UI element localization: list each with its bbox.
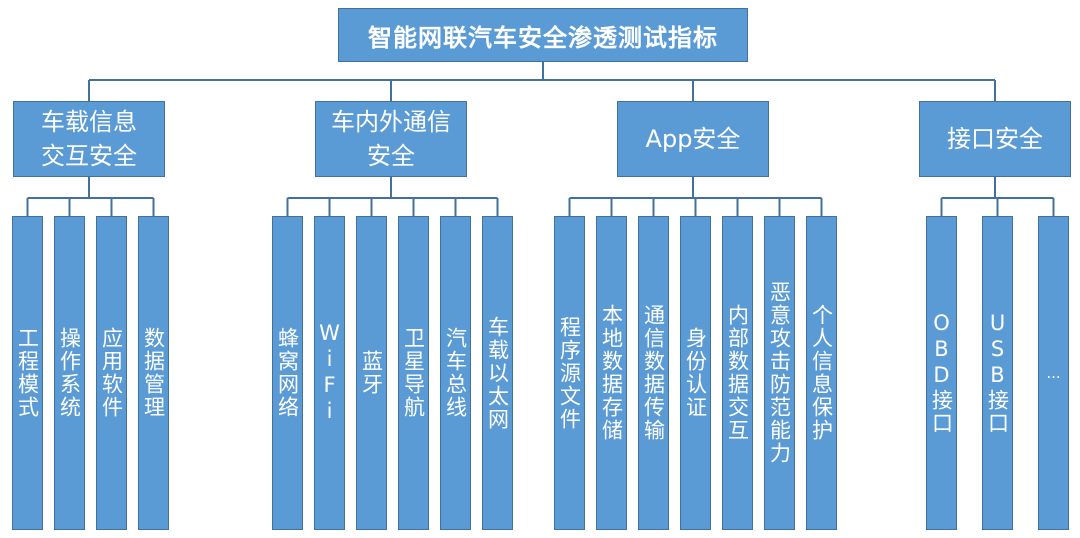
indicator-label: 操作系统 [57, 327, 82, 419]
category-box: 车内外通信安全 [315, 101, 467, 177]
indicator-box: 通信数据传输 [638, 216, 669, 530]
category-label-line: App安全 [645, 125, 741, 153]
indicator-box: OBD接口 [926, 216, 957, 530]
indicator-box: 身份认证 [680, 216, 711, 530]
indicator-label: USB接口 [985, 311, 1010, 435]
indicator-box: 工程模式 [12, 216, 43, 530]
indicator-box: USB接口 [982, 216, 1013, 530]
indicator-label: 恶意攻击防范能力 [767, 281, 792, 465]
category-box: App安全 [617, 101, 769, 177]
indicator-box: WiFi [314, 216, 345, 530]
indicator-label: 数据管理 [141, 327, 166, 419]
indicator-label: 蜂窝网络 [275, 327, 300, 419]
indicator-label: 内部数据交互 [725, 304, 750, 442]
indicator-box: ... [1038, 216, 1069, 530]
indicator-box: 恶意攻击防范能力 [764, 216, 795, 530]
indicator-label: 车载以太网 [485, 315, 510, 431]
indicator-label: 程序源文件 [557, 315, 582, 431]
category-label-line: 安全 [367, 142, 415, 170]
indicator-box: 本地数据存储 [596, 216, 627, 530]
indicator-label: 个人信息保护 [809, 304, 834, 442]
indicator-box: 汽车总线 [440, 216, 471, 530]
category-label-line: 车内外通信 [331, 108, 451, 136]
category-label: 车载信息交互安全 [41, 105, 137, 173]
category-label-line: 接口安全 [947, 125, 1043, 153]
indicator-label: 汽车总线 [443, 327, 468, 419]
indicator-label: 应用软件 [99, 327, 124, 419]
indicator-box: 卫星导航 [398, 216, 429, 530]
root-title: 智能网联汽车安全渗透测试指标 [368, 23, 718, 52]
indicator-label: 通信数据传输 [641, 304, 666, 442]
indicator-box: 应用软件 [96, 216, 127, 530]
indicator-label: ... [1046, 364, 1061, 382]
indicator-label: WiFi [317, 321, 342, 425]
indicator-box: 个人信息保护 [806, 216, 837, 530]
indicator-label: 身份认证 [683, 327, 708, 419]
indicator-box: 蓝牙 [356, 216, 387, 530]
indicator-box: 数据管理 [138, 216, 169, 530]
root-title-box: 智能网联汽车安全渗透测试指标 [338, 8, 748, 62]
category-label: 车内外通信安全 [331, 105, 451, 173]
category-box: 车载信息交互安全 [13, 101, 165, 177]
category-label-line: 交互安全 [41, 142, 137, 170]
category-label: App安全 [646, 122, 741, 156]
indicator-box: 程序源文件 [554, 216, 585, 530]
category-box: 接口安全 [919, 101, 1071, 177]
indicator-box: 操作系统 [54, 216, 85, 530]
category-label: 接口安全 [947, 122, 1043, 156]
indicator-box: 内部数据交互 [722, 216, 753, 530]
indicator-label: 卫星导航 [401, 327, 426, 419]
category-label-line: 车载信息 [41, 108, 137, 136]
indicator-label: 蓝牙 [359, 350, 384, 396]
indicator-box: 蜂窝网络 [272, 216, 303, 530]
indicator-label: 工程模式 [15, 327, 40, 419]
indicator-label: 本地数据存储 [599, 304, 624, 442]
indicator-box: 车载以太网 [482, 216, 513, 530]
indicator-label: OBD接口 [929, 311, 954, 435]
